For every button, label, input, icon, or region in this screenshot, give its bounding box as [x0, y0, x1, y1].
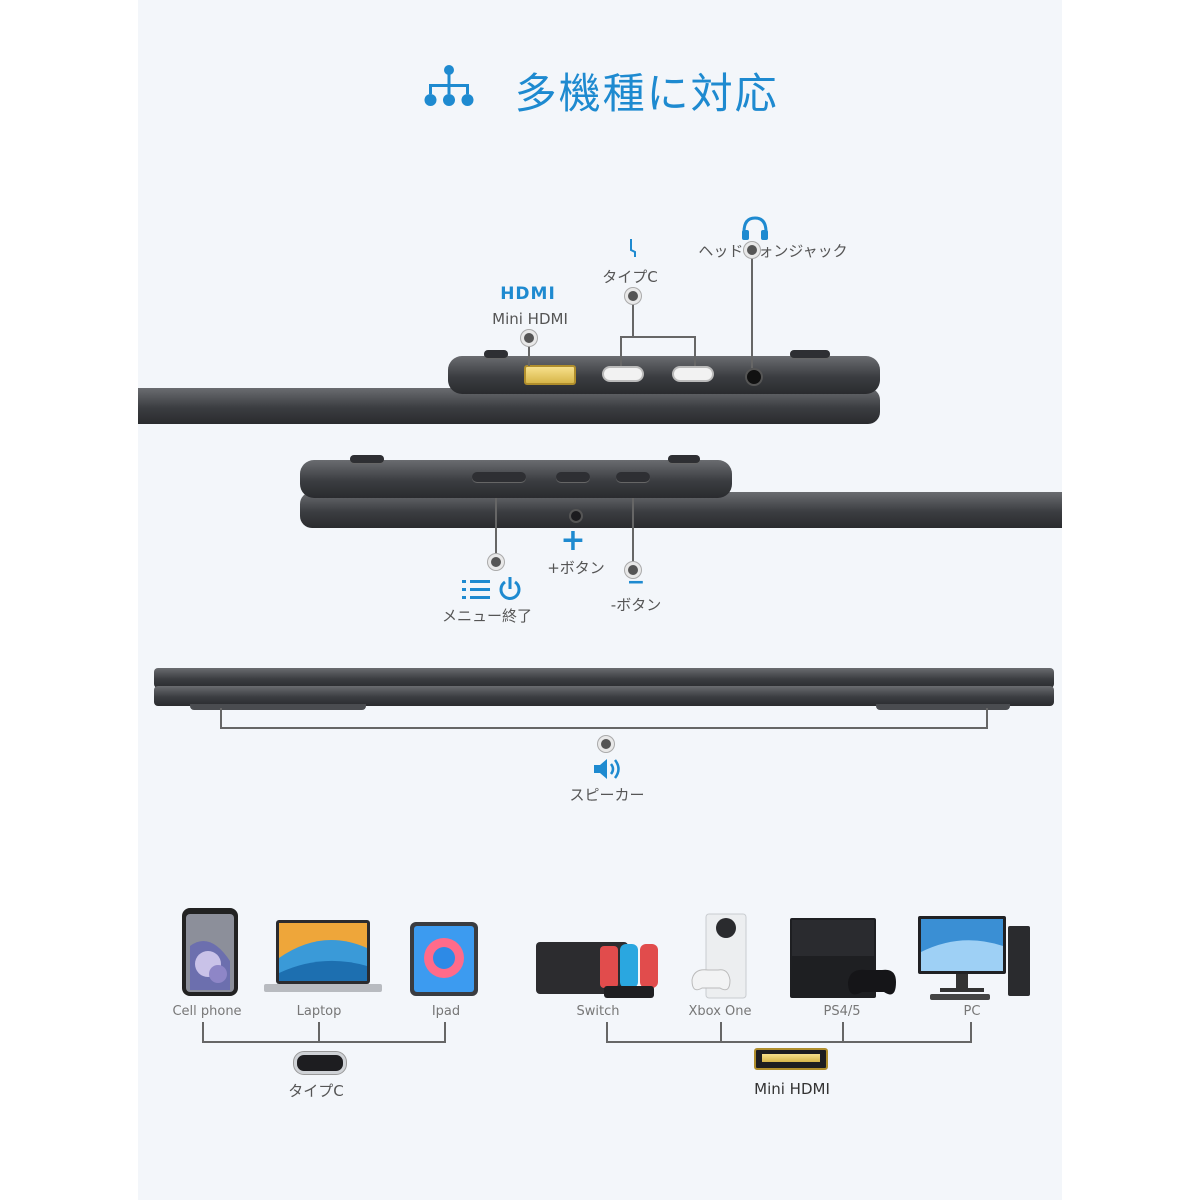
menu-power-button[interactable]	[472, 472, 526, 482]
port-housing	[448, 356, 880, 394]
menu-icon	[462, 578, 492, 606]
xbox-image	[690, 912, 754, 1004]
cell-phone-label: Cell phone	[172, 1004, 242, 1019]
console-bracket-bottom	[606, 1041, 972, 1043]
speaker-bracket-right	[986, 708, 988, 728]
typec-port-1	[602, 366, 644, 382]
mobile-bracket-left	[202, 1022, 204, 1042]
menu-leader	[495, 498, 497, 562]
menu-label: メニュー	[442, 607, 503, 625]
title-text: 多機種に対応	[514, 69, 779, 118]
sensor-hole	[569, 509, 583, 523]
plus-button[interactable]	[556, 472, 590, 482]
speaker-icon	[592, 756, 624, 786]
menu-marker	[488, 554, 504, 570]
headphone-icon	[740, 214, 770, 246]
top-right-nub	[790, 350, 830, 358]
monitor-side-edge	[300, 492, 1062, 528]
network-icon	[421, 64, 477, 118]
mini-hdmi-label: Mini HDMI	[492, 310, 568, 328]
minus-leader	[632, 498, 634, 570]
exit-label: 終了	[502, 607, 533, 625]
background-panel	[138, 0, 1062, 1200]
laptop-image	[262, 918, 384, 1002]
plus-icon: +	[560, 523, 586, 558]
typec-label: タイプC	[602, 268, 658, 286]
speaker-bracket-left	[220, 708, 222, 728]
headphone-label: ヘッドフォンジャック	[698, 242, 848, 260]
pc-image	[916, 912, 1034, 1006]
pc-label: PC	[963, 1004, 981, 1019]
power-icon	[497, 576, 523, 606]
laptop-label: Laptop	[296, 1004, 342, 1019]
console-port-label: Mini HDMI	[754, 1080, 830, 1098]
ps-label: PS4/5	[823, 1004, 861, 1019]
mid-right-nub	[668, 455, 700, 463]
typec-bracket-left	[620, 336, 622, 366]
minus-marker	[625, 562, 641, 578]
plus-label: +ボタン	[547, 559, 605, 577]
minus-label: -ボタン	[610, 596, 662, 614]
usb-icon	[628, 238, 638, 262]
headphone-marker	[744, 242, 760, 258]
mobile-port-label: タイプC	[288, 1082, 344, 1100]
cell-phone-image	[180, 906, 240, 1002]
typec-connector-icon	[294, 1052, 346, 1074]
console-bracket-right	[970, 1022, 972, 1042]
mid-left-nub	[350, 455, 384, 463]
mobile-bracket-bottom	[202, 1041, 446, 1043]
minus-icon: −	[626, 570, 646, 595]
mobile-bracket-right	[444, 1022, 446, 1042]
ps-image	[788, 916, 898, 1010]
mobile-bracket-mid	[318, 1022, 320, 1042]
page-title: 多機種に対応	[0, 60, 1200, 121]
typec-bracket-right	[694, 336, 696, 366]
monitor-bottom-edge	[154, 686, 1054, 706]
monitor-back-edge	[138, 388, 880, 424]
typec-bracket-top	[620, 336, 696, 338]
speaker-grille-right	[876, 704, 1010, 710]
speaker-label: スピーカー	[569, 786, 645, 804]
console-bracket-2	[720, 1022, 722, 1042]
mini-hdmi-connector-icon	[754, 1048, 828, 1070]
speaker-bracket-bottom	[220, 727, 988, 729]
top-left-nub	[484, 350, 508, 358]
console-bracket-3	[842, 1022, 844, 1042]
typec-marker	[625, 288, 641, 304]
hdmi-leader-line	[528, 338, 530, 366]
hdmi-marker	[521, 330, 537, 346]
console-bracket-left	[606, 1022, 608, 1042]
typec-leader	[632, 296, 634, 336]
speaker-grille-left	[190, 704, 366, 710]
ipad-image	[408, 918, 480, 1002]
switch-image	[534, 936, 660, 1002]
mini-hdmi-port	[524, 365, 576, 385]
typec-port-2	[672, 366, 714, 382]
minus-button[interactable]	[616, 472, 650, 482]
speaker-marker	[598, 736, 614, 752]
xbox-label: Xbox One	[688, 1004, 752, 1019]
ipad-label: Ipad	[431, 1004, 461, 1019]
switch-label: Switch	[576, 1004, 620, 1019]
headphone-jack	[745, 368, 763, 386]
hdmi-logo: HDMI	[500, 284, 556, 304]
monitor-bottom-edge-top	[154, 668, 1054, 688]
headphone-leader	[751, 250, 753, 368]
